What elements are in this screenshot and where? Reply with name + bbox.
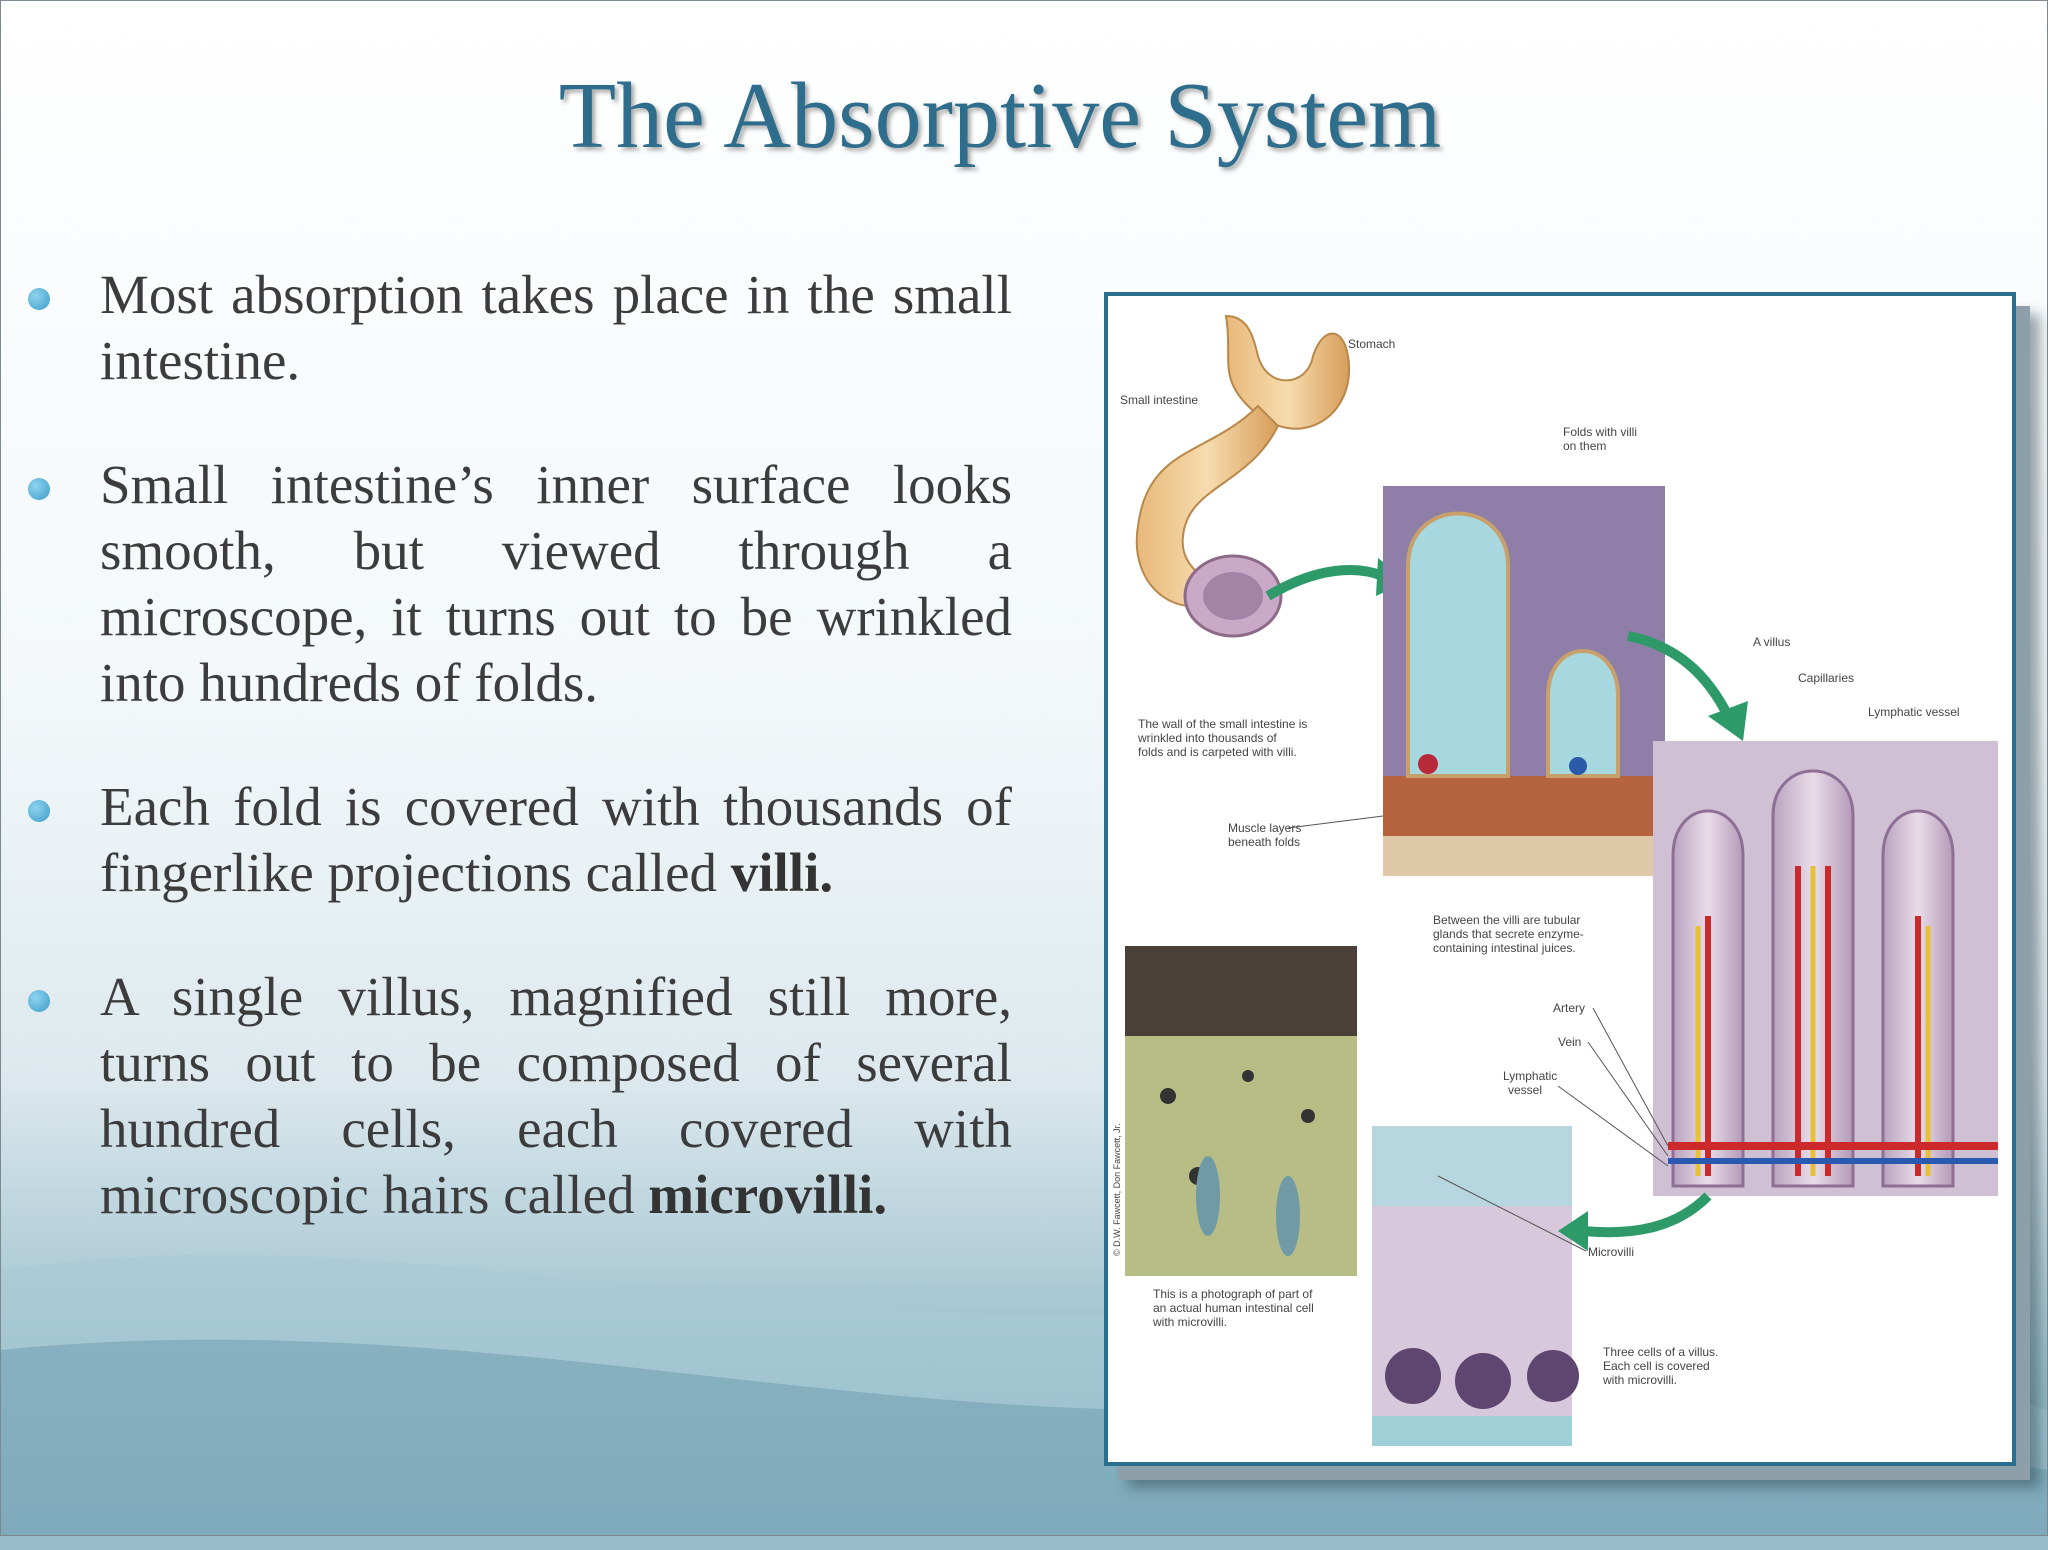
label-lymphatic: vessel <box>1508 1083 1542 1097</box>
label-villus: A villus <box>1753 635 1790 649</box>
label-between-villi: glands that secrete enzyme- <box>1433 927 1584 941</box>
villi-block <box>1653 741 1998 1196</box>
label-photo: an actual human intestinal cell <box>1153 1301 1314 1315</box>
arrow-head-icon <box>1708 701 1748 741</box>
label-folds: on them <box>1563 439 1606 453</box>
label-cells: Three cells of a villus. <box>1603 1345 1718 1359</box>
label-folds: Folds with villi <box>1563 425 1637 439</box>
label-wall: folds and is carpeted with villi. <box>1138 745 1297 759</box>
arrow-head-icon <box>1558 1211 1588 1251</box>
stomach-intestine-drawing <box>1135 314 1351 638</box>
label-vein: Vein <box>1558 1035 1581 1049</box>
label-between-villi: containing intestinal juices. <box>1433 941 1576 955</box>
label-microvilli: Microvilli <box>1588 1245 1634 1259</box>
bullet-bold-term: microvilli. <box>648 1164 888 1225</box>
intestine-illustration: Stomach Small intestine Folds with villi… <box>1112 314 1998 1446</box>
slide-title: The Absorptive System <box>558 64 1442 168</box>
bullet-dot-icon <box>28 288 50 310</box>
label-lymphatic: Lymphatic <box>1503 1069 1557 1083</box>
photo-credit: © D.W. Fawcett, Don Fawcett, Jr. <box>1112 1123 1122 1256</box>
bullet-text: Most absorption takes place in the small… <box>100 264 1012 391</box>
bullet-item: Small intestine’s inner surface looks sm… <box>28 452 1012 716</box>
bullet-text: Each fold is covered with thousands of f… <box>100 776 1012 903</box>
label-photo: with microvilli. <box>1152 1315 1227 1329</box>
green-arrow-icon <box>1626 631 1733 719</box>
bullet-dot-icon <box>28 990 50 1012</box>
label-artery: Artery <box>1553 1001 1585 1015</box>
label-stomach: Stomach <box>1348 337 1395 351</box>
bullet-list: Most absorption takes place in the small… <box>28 262 1012 1286</box>
bullet-item: A single villus, magnified still more, t… <box>28 964 1012 1228</box>
green-arrow-icon <box>1265 565 1385 601</box>
label-wall: wrinkled into thousands of <box>1137 731 1277 745</box>
label-between-villi: Between the villi are tubular <box>1433 913 1580 927</box>
label-capillaries: Capillaries <box>1798 671 1854 685</box>
label-muscle: beneath folds <box>1228 835 1300 849</box>
bullet-item: Each fold is covered with thousands of f… <box>28 774 1012 906</box>
bullet-dot-icon <box>28 800 50 822</box>
label-wall: The wall of the small intestine is <box>1138 717 1307 731</box>
bullet-text: Small intestine’s inner surface looks sm… <box>100 454 1012 713</box>
green-arrow-icon <box>1582 1192 1712 1238</box>
label-muscle: Muscle layers <box>1228 821 1301 835</box>
micrograph-photo <box>1125 946 1357 1276</box>
cells-block <box>1372 1126 1579 1446</box>
folds-block <box>1383 486 1665 876</box>
bullet-dot-icon <box>28 478 50 500</box>
label-photo: This is a photograph of part of <box>1153 1287 1313 1301</box>
intestine-figure: Stomach Small intestine Folds with villi… <box>1104 292 2016 1466</box>
bullet-text: A single villus, magnified still more, t… <box>100 966 1012 1225</box>
bullet-item: Most absorption takes place in the small… <box>28 262 1012 394</box>
label-small-intestine: Small intestine <box>1120 393 1198 407</box>
label-cells: with microvilli. <box>1602 1373 1677 1387</box>
label-cells: Each cell is covered <box>1603 1359 1710 1373</box>
bullet-bold-term: villi. <box>730 842 834 903</box>
label-lymphatic-vessel: Lymphatic vessel <box>1868 705 1960 719</box>
